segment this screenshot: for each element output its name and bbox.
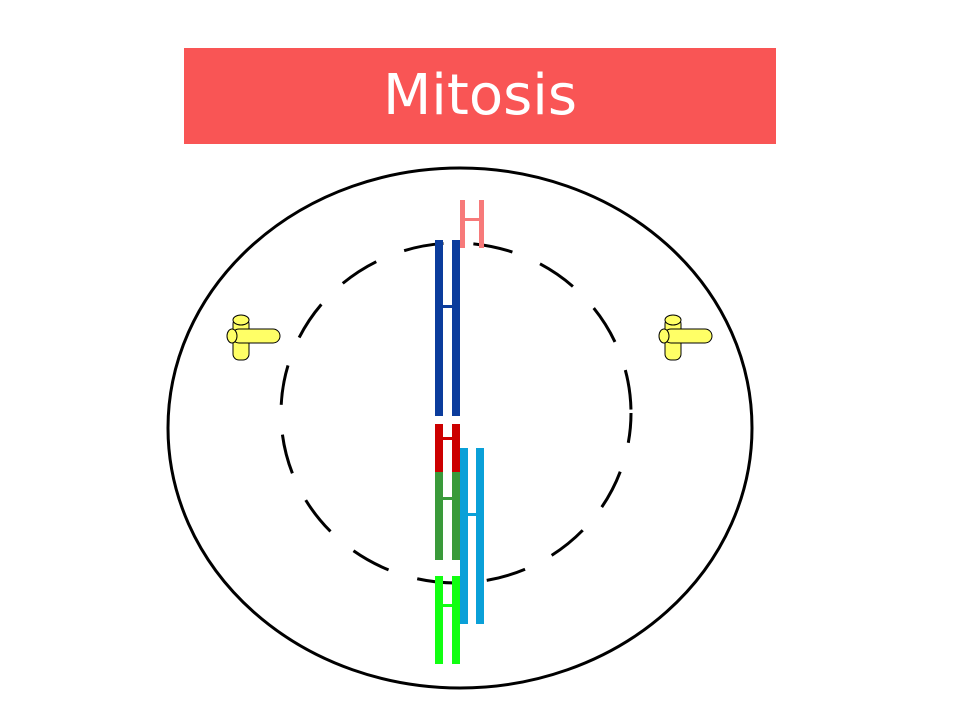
chromosome-dark-blue bbox=[435, 240, 460, 416]
chromosome-dark-green bbox=[435, 472, 460, 560]
chromosome-pink bbox=[460, 200, 484, 248]
centriole-left-horizontal bbox=[226, 328, 281, 344]
chromosome-red bbox=[435, 424, 460, 472]
centriole-right bbox=[658, 314, 713, 361]
page-title: Mitosis bbox=[382, 63, 577, 128]
title-banner: Mitosis bbox=[184, 48, 776, 144]
chromosome-light-blue bbox=[460, 448, 484, 624]
cell-membrane bbox=[166, 166, 754, 690]
centriole-right-horizontal bbox=[658, 328, 713, 344]
chromosome-bright-green bbox=[435, 576, 460, 664]
centriole-left bbox=[226, 314, 281, 361]
